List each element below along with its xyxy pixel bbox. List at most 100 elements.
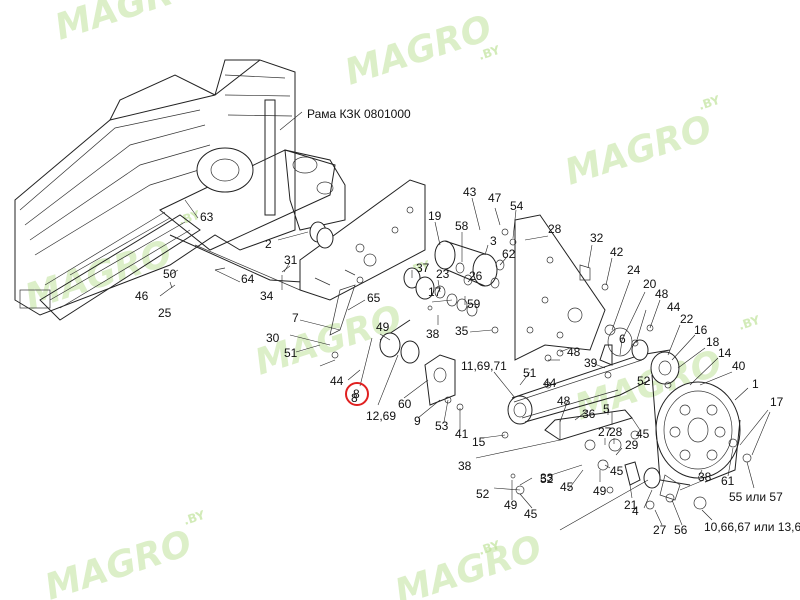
callout: 45 — [524, 507, 538, 521]
callout: 56 — [674, 523, 688, 537]
frame-label: Рама КЗК 0801000 — [307, 107, 411, 121]
callout: 33 — [540, 471, 554, 485]
watermark-logo: MAGRO — [50, 0, 207, 49]
callout: 24 — [627, 263, 641, 277]
callout: 17 — [770, 395, 784, 409]
callout: 17 — [428, 285, 442, 299]
watermark-logo: MAGRO — [40, 523, 197, 600]
callout: 28 — [609, 425, 623, 439]
highlighted-callout: 8 — [345, 382, 369, 406]
callout: 42 — [610, 245, 624, 259]
right-side-plate — [514, 214, 606, 361]
callout: 38 — [426, 327, 440, 341]
callout: 38 — [458, 459, 472, 473]
callout: 18 — [706, 335, 720, 349]
callout: 25 — [158, 306, 172, 320]
callout: 49 — [376, 320, 390, 334]
callout: 1 — [752, 377, 759, 391]
callout: 43 — [463, 185, 477, 199]
chain-drive — [167, 228, 752, 510]
callout: 61 — [721, 474, 735, 488]
watermark-suffix: .BY — [182, 508, 207, 528]
callout: 49 — [504, 498, 518, 512]
watermark-suffix: .BY — [477, 538, 502, 558]
callout: 45 — [560, 480, 574, 494]
callout: 36 — [582, 407, 596, 421]
callout: 52 — [476, 487, 490, 501]
callout: 11,69,71 — [461, 359, 507, 373]
callout: 46 — [135, 289, 149, 303]
callout: 48 — [655, 287, 669, 301]
callout: 50 — [163, 267, 177, 281]
callout: 51 — [284, 346, 298, 360]
callout: 3 — [490, 234, 497, 248]
callout: 15 — [472, 435, 486, 449]
callout: 62 — [502, 247, 516, 261]
callout: 20 — [643, 277, 657, 291]
leader-lines — [159, 111, 771, 531]
callout: 30 — [266, 331, 280, 345]
callout: 44 — [330, 374, 344, 388]
watermark-logo: MAGRO — [20, 233, 177, 319]
callout: 2 — [265, 237, 272, 251]
left-side-plate — [299, 179, 426, 301]
highlight-ring — [345, 382, 369, 406]
callout: 65 — [367, 291, 381, 305]
callout: 16 — [694, 323, 708, 337]
callout: 31 — [284, 253, 298, 267]
callout: 27 — [653, 523, 667, 537]
callout: 64 — [241, 272, 255, 286]
callout: 52 — [540, 472, 554, 486]
callout: 63 — [200, 210, 214, 224]
callout: 52 — [637, 374, 651, 388]
callout: 9 — [414, 414, 421, 428]
callout: 32 — [590, 231, 604, 245]
callout: 59 — [467, 297, 481, 311]
watermark-logo: MAGRO — [390, 528, 547, 600]
callout: 45 — [610, 464, 624, 478]
callout: 27 — [598, 425, 612, 439]
callout: 49 — [593, 484, 607, 498]
callout: 45 — [636, 427, 650, 441]
callout: 39 — [584, 356, 598, 370]
callout: 19 — [428, 209, 442, 223]
callout: 47 — [488, 191, 502, 205]
callout: 44 — [543, 376, 557, 390]
callout: 58 — [455, 219, 469, 233]
callout: 53 — [435, 419, 449, 433]
callout: 12,69 — [366, 409, 396, 423]
callout: 40 — [732, 359, 746, 373]
watermark-logo: MAGRO — [560, 108, 717, 194]
callout: 51 — [523, 366, 537, 380]
callout: 26 — [469, 269, 483, 283]
callout: 21 — [624, 498, 638, 512]
callout: 6 — [619, 332, 626, 346]
watermark-suffix: .BY — [697, 93, 722, 113]
callout: 4 — [632, 504, 639, 518]
callout: 55 или 57 — [729, 490, 783, 504]
watermarks: MAGRO MAGRO .BY MAGRO .BY MAGRO .BY MAGR… — [20, 0, 762, 600]
watermark-logo: MAGRO — [340, 8, 497, 94]
callout: 60 — [398, 397, 412, 411]
callout: 8 — [351, 391, 358, 405]
callout: 54 — [510, 199, 524, 213]
callout: 41 — [455, 427, 469, 441]
machine-frame — [14, 59, 351, 321]
highlighted-part-number: 8 — [353, 387, 360, 401]
shaft-assembly — [309, 221, 505, 317]
callout: 34 — [260, 289, 274, 303]
callout: 48 — [567, 345, 581, 359]
callout: 22 — [680, 312, 694, 326]
callout: 23 — [436, 267, 450, 281]
callout: 14 — [718, 346, 732, 360]
callout: 38 — [698, 470, 712, 484]
watermark-suffix: .BY — [477, 43, 502, 63]
callout: 48 — [557, 394, 571, 408]
callout: 5 — [603, 402, 610, 416]
callout: 28 — [548, 222, 562, 236]
callout: 29 — [625, 438, 639, 452]
callouts: Рама КЗК 0801000 43 47 54 19 58 3 28 32 … — [135, 107, 800, 537]
callout: 7 — [292, 311, 299, 325]
callout: 35 — [455, 324, 469, 338]
